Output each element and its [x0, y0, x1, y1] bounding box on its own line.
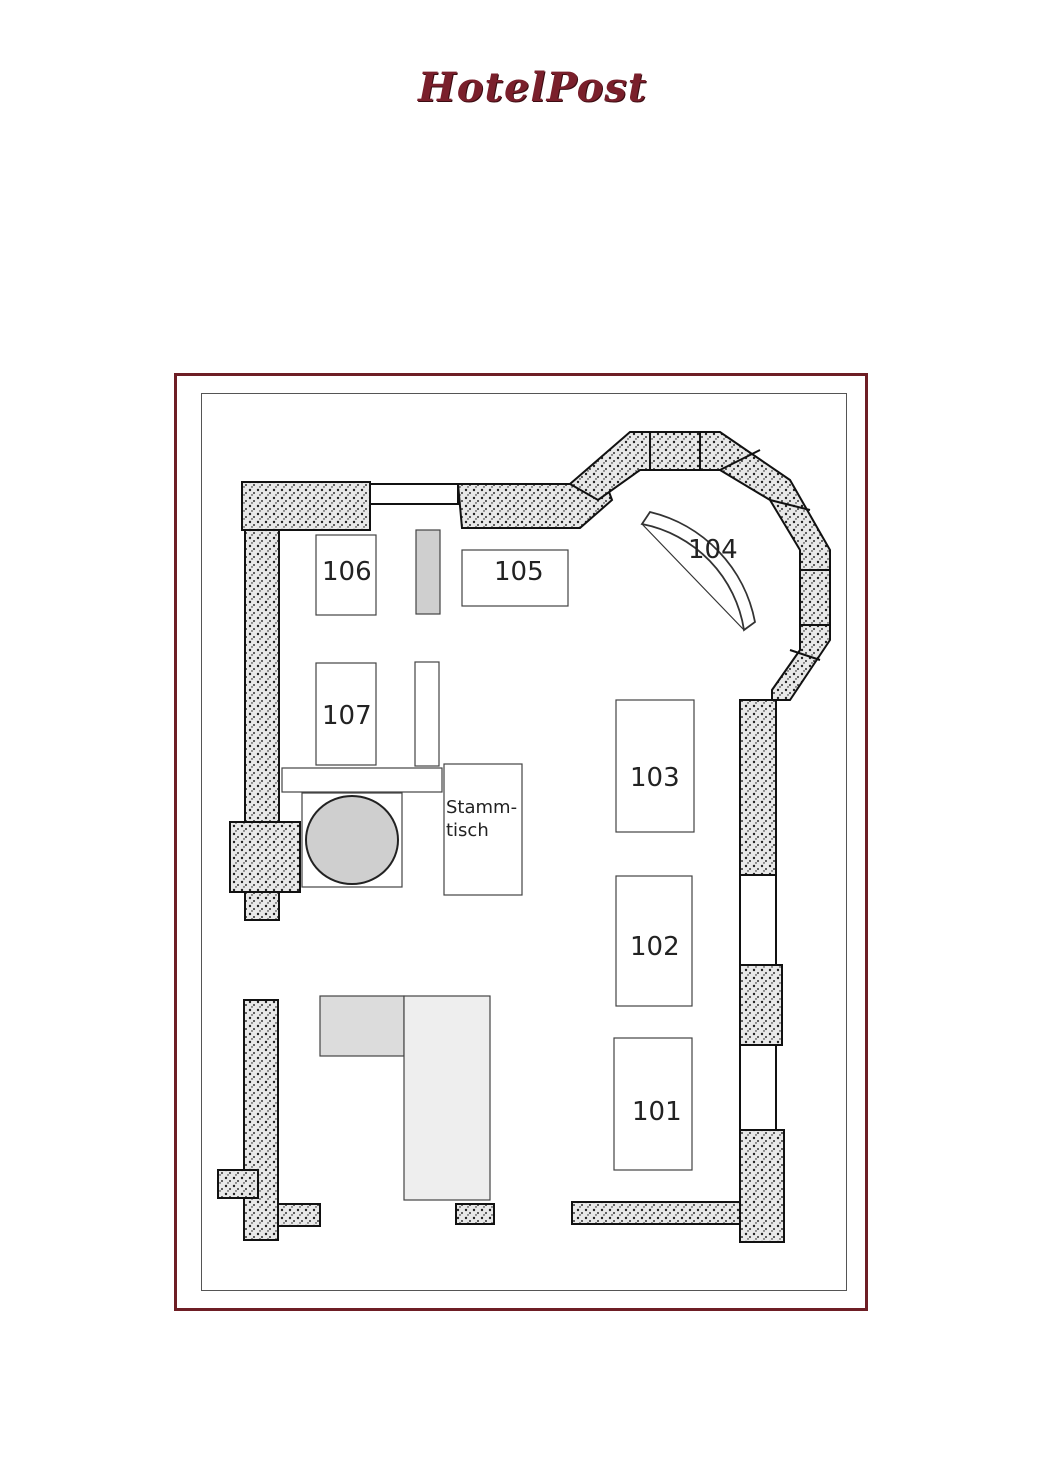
wall-right-lower	[739, 1129, 785, 1243]
wall-left-foot	[217, 1169, 259, 1199]
table-106-label: 106	[322, 557, 372, 587]
table-102-shape	[615, 875, 693, 1007]
counter-long	[403, 995, 491, 1201]
stammtisch-shape	[443, 763, 523, 896]
wall-top-left	[241, 481, 371, 531]
wall-right-upper	[739, 699, 777, 876]
stammtisch-label-1: Stamm-	[446, 797, 517, 818]
table-103-label: 103	[630, 763, 680, 793]
wall-bottom-left	[277, 1203, 321, 1227]
walls	[217, 431, 831, 1243]
wall-bay	[568, 431, 831, 741]
table-104-arc	[640, 510, 756, 632]
window-right-2	[739, 1044, 777, 1131]
labels: 106 105 104 107 103 Stamm- tisch 102 101	[322, 535, 738, 1127]
bench-mid	[414, 661, 440, 767]
wall-bottom-mid	[455, 1203, 495, 1225]
wall-left-upper	[244, 529, 280, 831]
counter-small	[319, 995, 405, 1057]
table-105-shape	[461, 549, 569, 607]
hotel-logo: HotelPost	[418, 60, 648, 126]
bench-top	[415, 529, 441, 615]
wall-left-stub	[244, 891, 280, 921]
wall-left-lower	[243, 999, 279, 1241]
logo-text: HotelPost	[418, 64, 648, 111]
table-102-label: 102	[630, 932, 680, 962]
table-106-shape	[315, 534, 377, 616]
stammtisch-label-2: tisch	[446, 820, 489, 841]
table-101-label: 101	[632, 1097, 682, 1127]
table-107-shape	[315, 662, 377, 766]
table-101-shape	[613, 1037, 693, 1171]
plan-inner-frame	[201, 393, 847, 1291]
table-107-label: 107	[322, 701, 372, 731]
wall-right-mid	[739, 964, 783, 1046]
bench-horizontal	[281, 767, 443, 793]
wall-bottom-right	[571, 1201, 743, 1225]
window-top	[369, 483, 459, 505]
round-table	[305, 795, 399, 885]
table-105-label: 105	[494, 557, 544, 587]
window-right-1	[739, 874, 777, 966]
furniture	[281, 510, 756, 1201]
table-104-label: 104	[688, 535, 738, 565]
wall-pillar-left	[229, 821, 301, 893]
table-103-shape	[615, 699, 695, 833]
plan-outer-frame	[174, 373, 868, 1311]
